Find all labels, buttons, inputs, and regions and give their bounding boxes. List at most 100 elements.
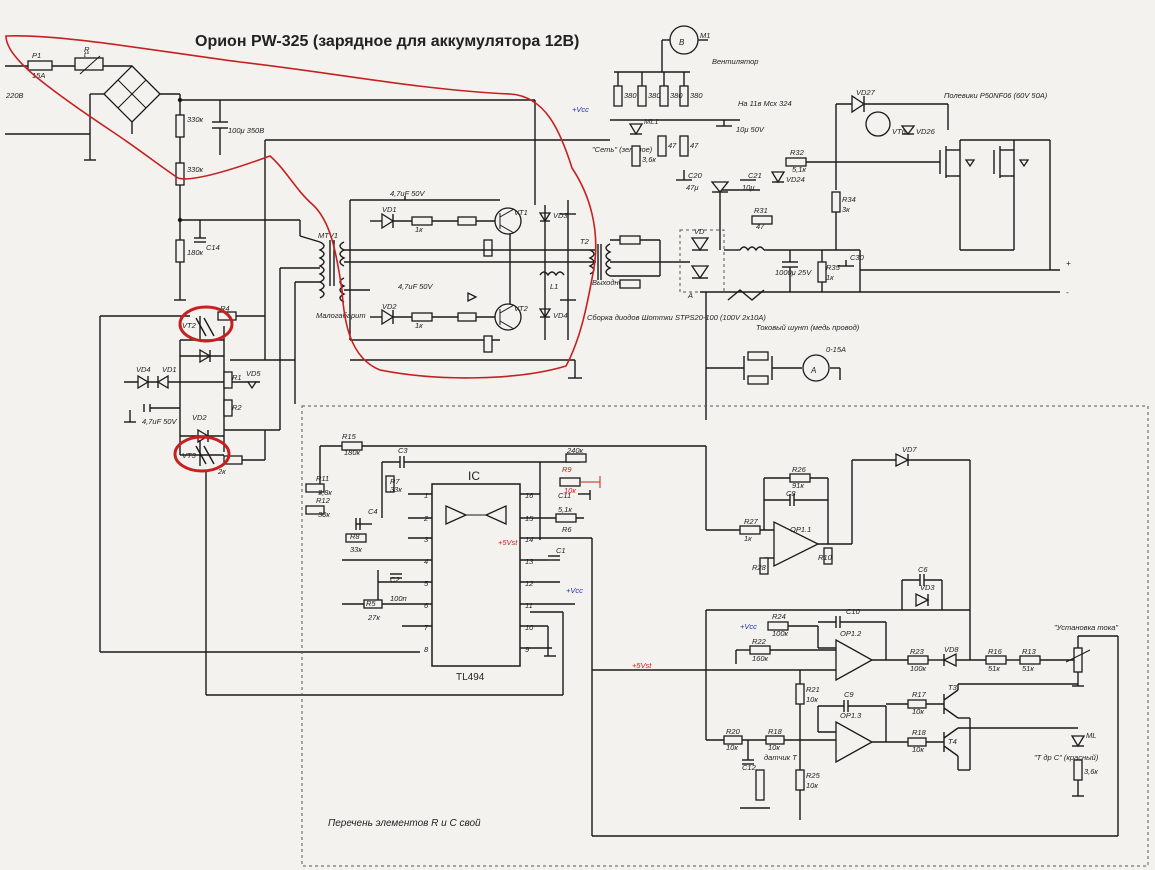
led2-name: "Т др С" (красный) [1034, 753, 1099, 762]
pin-13: 13 [525, 557, 534, 566]
vt6-ref: VT6 [892, 127, 907, 136]
r21-ref: R21 [806, 685, 820, 694]
r35-ref: R35 [826, 263, 841, 272]
pin-3: 3 [424, 535, 429, 544]
vd7-ref: VD7 [902, 445, 917, 454]
c30-ref: C30 [850, 253, 865, 262]
drive-transformer: MTV1 Малогабарит [279, 231, 596, 404]
r47-b: 47 [690, 141, 699, 150]
fan-ref: M1 [700, 31, 710, 40]
r-180k: 180к [187, 248, 204, 257]
fan-name: Вентилятор [712, 57, 758, 66]
ic-network: R15 180к R11 3,8к R12 30к C3 R7 33к C4 R… [305, 432, 1118, 837]
pin-4: 4 [424, 557, 428, 566]
driver-stage: R4 VD4 VD1 R1 R2 VD5 4,7uF 50V VD2 2к [99, 139, 610, 696]
r9-value: 10к [564, 486, 576, 495]
drive-transformer-ref: MTV1 [318, 231, 338, 240]
r21-value: 10к [806, 695, 818, 704]
r18b-ref: R18 [912, 728, 927, 737]
vd2-ref: VD2 [382, 302, 397, 311]
r20-value: 10к [726, 743, 738, 752]
pin-12: 12 [525, 579, 534, 588]
c8-ref: C8 [786, 489, 796, 498]
r25-ref: R25 [806, 771, 821, 780]
c11-ref: C11 [558, 491, 571, 500]
highlight-vt3 [173, 435, 231, 473]
ic-vref: +5Vst [498, 538, 518, 547]
pin-7: 7 [424, 623, 429, 632]
t3-ref: T3 [948, 683, 958, 692]
ic-label: IC [468, 469, 480, 483]
drv-vt2-ref: VT2 [182, 321, 197, 330]
output-cap-label: 1000μ 25V [775, 268, 812, 277]
r11-ref: R11 [316, 474, 329, 483]
pin-11: 11 [525, 601, 533, 610]
r26-value: 91к [792, 481, 804, 490]
r8-value: 33к [350, 545, 362, 554]
r47-a: 47 [668, 141, 677, 150]
mosfet-note: Полевики P50NF06 (60V 50A) [944, 91, 1048, 100]
t4-ref: T4 [948, 737, 957, 746]
r-1k-lower: 1к [415, 321, 423, 330]
ammeter-block: A 0-15A [705, 292, 846, 420]
drv-vd1-ref: VD1 [162, 365, 177, 374]
r19-value: 10к [768, 743, 780, 752]
c3-ref: C3 [398, 446, 408, 455]
c10-op-ref: C10 [846, 607, 861, 616]
led-name: "Сеть" (зеленое) [592, 145, 653, 154]
cap-top-label: 10μ 50V [736, 125, 765, 134]
mains-voltage-label: 220В [5, 91, 24, 100]
r26-ref: R26 [792, 465, 807, 474]
r-330k-b: 330к [187, 165, 204, 174]
op-vcc: +Vcc [740, 622, 757, 631]
r35-value: 1к [826, 273, 834, 282]
vt2-ref: VT2 [514, 304, 529, 313]
drv-vd4-ref: VD4 [136, 365, 151, 374]
annotation-outline [5, 35, 597, 379]
opamp-2: C6 VD3 OP1.2 +Vcc R24 100к C10 R22 160к … [592, 460, 1119, 836]
c2-value: 100п [390, 594, 407, 603]
output-filter: 1000μ 25V R35 1к C30 + - Токовый шунт (м… [710, 181, 1071, 332]
r23-value: 100к [910, 664, 927, 673]
fan-symbol: B [679, 38, 685, 47]
r16-ref: R16 [988, 647, 1003, 656]
output-minus: - [1066, 288, 1069, 297]
vd1-ref: VD1 [382, 205, 397, 214]
r25-value: 10к [806, 781, 818, 790]
drv-vt3-ref: VT3 [182, 451, 197, 460]
r-330k-a: 330к [187, 115, 204, 124]
vcc-top: +Vcc [572, 105, 589, 114]
op-vst: +5Vst [632, 661, 652, 670]
r6-value: 5,1к [558, 505, 572, 514]
fuse-ref: P1 [32, 51, 41, 60]
control-board-outline [301, 405, 1149, 867]
r22-value: 160к [752, 654, 769, 663]
bulk-cap-label: 100μ 350В [228, 126, 264, 135]
op1-ref: OP1.1 [790, 525, 811, 534]
r22-ref: R22 [752, 637, 767, 646]
thermistor-ref: R [84, 45, 90, 54]
c14-label: C14 [206, 243, 220, 252]
pin-8: 8 [424, 645, 429, 654]
c21-ref: C21 [748, 171, 762, 180]
c20-value: 47μ [686, 183, 698, 192]
r6-ref: R6 [562, 525, 572, 534]
r17-value: 10к [912, 707, 924, 716]
led2-resistor: 3,6к [1084, 767, 1098, 776]
drive-transformer-label: Малогабарит [316, 311, 366, 320]
vd3-op-ref: VD3 [920, 583, 935, 592]
schottky-rectifier: VD A Сборка диодов Шоттки STPS20-100 (10… [587, 227, 1060, 322]
r380-b: 380 [648, 91, 661, 100]
r12-value: 30к [318, 510, 330, 519]
r32-value: 5,1к [792, 165, 806, 174]
sensor-label: датчик Т [764, 753, 798, 762]
pin-10: 10 [525, 623, 534, 632]
c9-ref: C9 [844, 690, 854, 699]
r380-a: 380 [624, 91, 637, 100]
pin-6: 6 [424, 601, 429, 610]
pin-16: 16 [525, 491, 534, 500]
r11-value: 3,8к [318, 488, 332, 497]
r10-ref: R10 [818, 553, 833, 562]
r28-ref: R28 [752, 563, 767, 572]
